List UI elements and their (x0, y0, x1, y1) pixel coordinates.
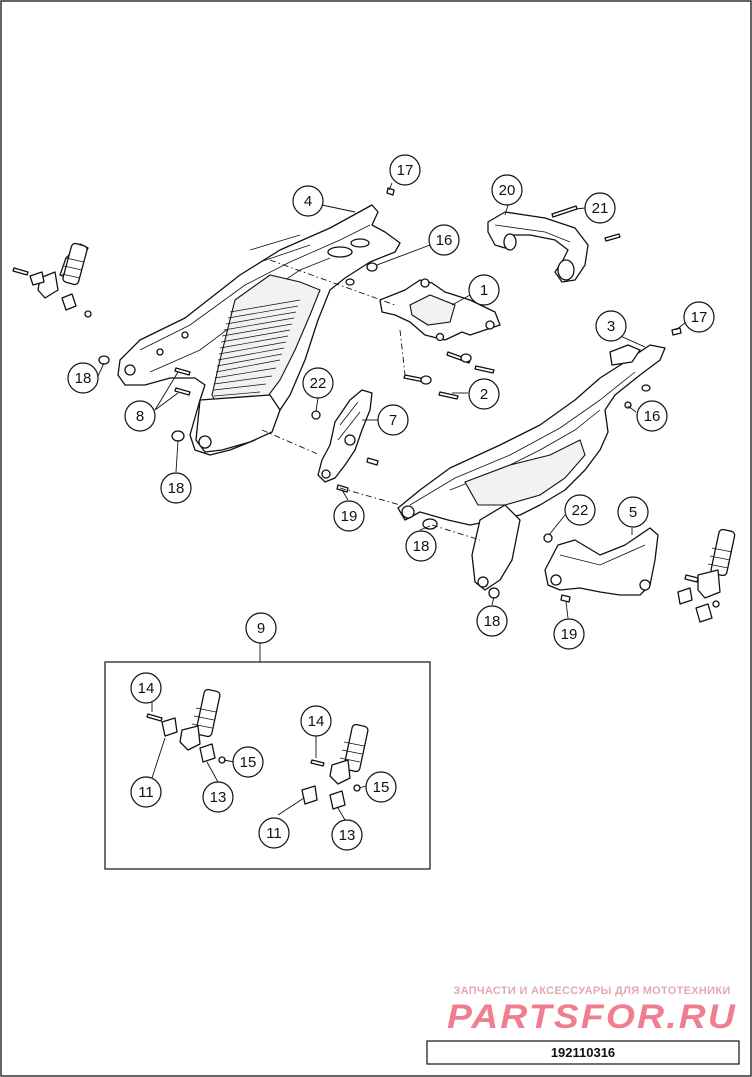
part-4-left-frame (117, 204, 401, 456)
callout-4: 4 (292, 185, 324, 217)
callout-13b: 13 (331, 819, 363, 851)
callout-17b: 17 (683, 301, 715, 333)
footpeg-left-assembly (12, 242, 92, 318)
svg-text:17: 17 (691, 309, 708, 326)
svg-text:22: 22 (310, 375, 327, 392)
part-3-right-frame (397, 344, 666, 591)
drawing-number: 192110316 (551, 1045, 615, 1060)
svg-text:18: 18 (484, 613, 501, 630)
svg-text:19: 19 (561, 626, 578, 643)
svg-text:22: 22 (572, 502, 589, 519)
callout-2: 2 (468, 378, 500, 410)
callout-11b: 11 (258, 817, 290, 849)
svg-text:20: 20 (499, 182, 516, 199)
callout-14a: 14 (130, 672, 162, 704)
part-7-footrest-bracket (317, 389, 373, 483)
svg-text:18: 18 (75, 370, 92, 387)
callout-18c: 18 (405, 530, 437, 562)
callout-18b: 18 (160, 472, 192, 504)
svg-text:11: 11 (266, 825, 282, 842)
callout-3: 3 (595, 310, 627, 342)
part-20-grab-handle (487, 211, 589, 283)
watermark-brand: PARTSFOR.RU (447, 998, 737, 1036)
callout-9: 9 (245, 612, 277, 644)
part-1-center-bracket (379, 278, 501, 342)
callout-1: 1 (468, 274, 500, 306)
svg-text:5: 5 (629, 504, 637, 521)
callout-21: 21 (584, 192, 616, 224)
svg-text:15: 15 (373, 779, 390, 796)
callout-16b: 16 (636, 400, 668, 432)
svg-text:18: 18 (413, 538, 430, 555)
watermark: ЗАПЧАСТИ И АКСЕССУАРЫ ДЛЯ МОТОТЕХНИКИ PA… (447, 985, 737, 1036)
svg-text:2: 2 (480, 386, 488, 403)
svg-text:21: 21 (592, 200, 609, 217)
svg-text:13: 13 (210, 789, 227, 806)
callout-7: 7 (377, 404, 409, 436)
svg-text:16: 16 (436, 232, 453, 249)
footpeg-right-assembly (677, 528, 736, 623)
svg-text:19: 19 (341, 508, 358, 525)
svg-text:11: 11 (138, 784, 154, 801)
svg-text:3: 3 (607, 318, 615, 335)
callout-22b: 22 (564, 494, 596, 526)
part-5-footrest-bracket (544, 527, 659, 596)
callout-8: 8 (124, 400, 156, 432)
part-4-cooling-fins (213, 299, 301, 397)
callout-16a: 16 (428, 224, 460, 256)
svg-text:14: 14 (308, 713, 325, 730)
svg-text:16: 16 (644, 408, 661, 425)
svg-text:18: 18 (168, 480, 185, 497)
callout-11a: 11 (130, 776, 162, 808)
callout-18d: 18 (476, 605, 508, 637)
callout-17a: 17 (389, 154, 421, 186)
callout-13a: 13 (202, 781, 234, 813)
kit-9-box (104, 661, 431, 870)
svg-text:17: 17 (397, 162, 414, 179)
svg-text:15: 15 (240, 754, 257, 771)
callout-circles: 1 2 3 4 5 7 8 9 11 11 13 13 14 14 15 15 … (67, 154, 715, 851)
drawing-number-box: 192110316 (426, 1040, 740, 1065)
svg-text:9: 9 (257, 620, 265, 637)
callout-15a: 15 (232, 746, 264, 778)
callout-19a: 19 (333, 500, 365, 532)
svg-text:4: 4 (304, 193, 312, 210)
callout-14b: 14 (300, 705, 332, 737)
callout-15b: 15 (365, 771, 397, 803)
svg-text:7: 7 (389, 412, 397, 429)
svg-text:8: 8 (136, 408, 144, 425)
callout-19b: 19 (553, 618, 585, 650)
watermark-subtitle: ЗАПЧАСТИ И АКСЕССУАРЫ ДЛЯ МОТОТЕХНИКИ (453, 985, 730, 997)
fasteners (98, 187, 682, 603)
alignment-lines (261, 259, 481, 541)
callout-22a: 22 (302, 367, 334, 399)
svg-text:13: 13 (339, 827, 356, 844)
svg-text:1: 1 (480, 282, 488, 299)
callout-20: 20 (491, 174, 523, 206)
svg-text:14: 14 (138, 680, 155, 697)
callout-5: 5 (617, 496, 649, 528)
callout-18a: 18 (67, 362, 99, 394)
